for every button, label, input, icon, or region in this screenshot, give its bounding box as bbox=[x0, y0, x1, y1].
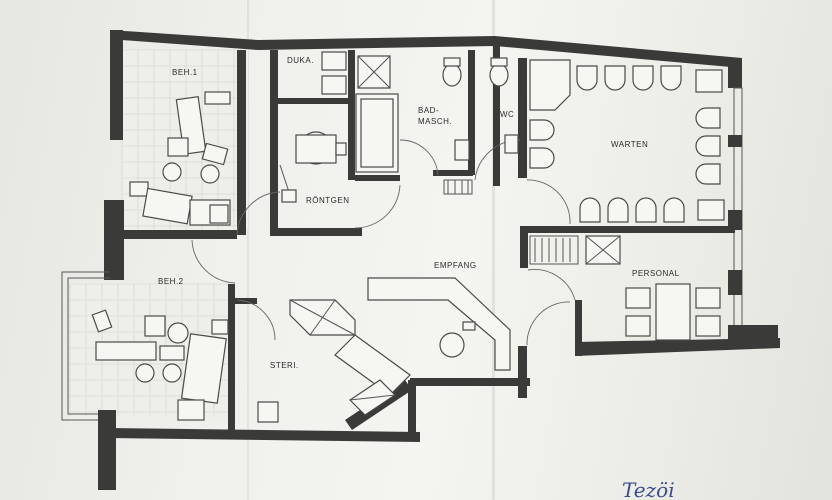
paper-fold bbox=[247, 0, 249, 500]
label-roentgen: RÖNTGEN bbox=[306, 196, 350, 205]
room-labels: BEH.1 BEH.2 DUKA. RÖNTGEN BAD- MASCH. WC… bbox=[158, 56, 680, 370]
handwritten-signature: Tezöi bbox=[622, 478, 675, 500]
walls bbox=[61, 30, 780, 490]
treatment-chair-beh1 bbox=[129, 91, 231, 226]
label-steri: STERI. bbox=[270, 361, 299, 370]
waiting-room-chairs bbox=[529, 59, 725, 223]
label-personal: PERSONAL bbox=[632, 269, 680, 278]
label-bad-line1: BAD- bbox=[418, 106, 439, 115]
bathroom-fixtures bbox=[355, 55, 473, 195]
paper-fold bbox=[492, 0, 495, 500]
treatment-chair-beh2 bbox=[91, 309, 229, 421]
label-empfang: EMPFANG bbox=[434, 261, 477, 270]
wc-fixtures bbox=[489, 57, 519, 154]
reception-counter bbox=[367, 277, 511, 371]
steri-cabinets bbox=[257, 299, 411, 423]
label-warten: WARTEN bbox=[611, 140, 648, 149]
tile-lines-beh2 bbox=[69, 283, 228, 416]
label-duka: DUKA. bbox=[287, 56, 314, 65]
label-wc: WC bbox=[500, 110, 514, 119]
label-beh2: BEH.2 bbox=[158, 277, 184, 286]
label-beh1: BEH.1 bbox=[172, 68, 198, 77]
staff-room-furniture bbox=[529, 235, 721, 341]
label-bad-line2: MASCH. bbox=[418, 117, 452, 126]
xray-equipment bbox=[279, 51, 347, 203]
